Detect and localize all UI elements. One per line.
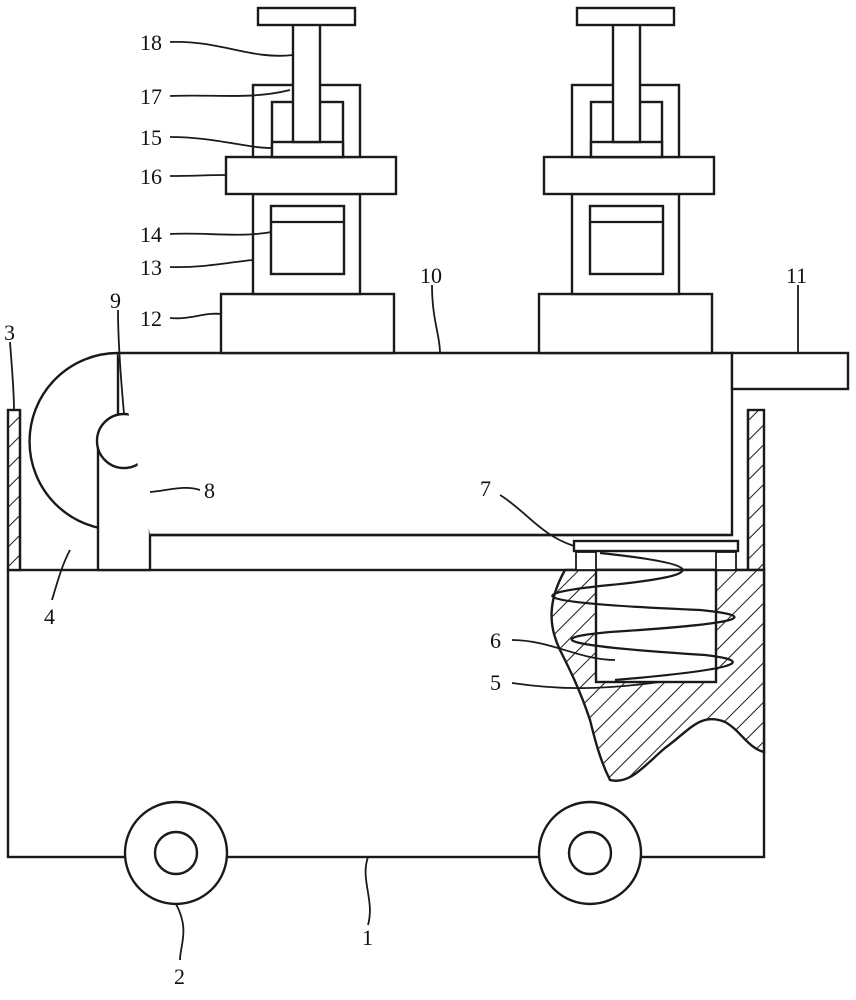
label-2: 2 bbox=[174, 964, 185, 989]
leader-8 bbox=[149, 487, 201, 493]
pressure-pad bbox=[572, 539, 740, 553]
tilting-tray bbox=[118, 351, 734, 537]
label-16: 16 bbox=[140, 164, 162, 189]
spring bbox=[551, 551, 736, 682]
label-4: 4 bbox=[44, 604, 55, 629]
leader-9 bbox=[117, 309, 125, 415]
leader-18 bbox=[169, 41, 294, 57]
spring-housing-rim-left bbox=[575, 551, 597, 571]
label-17: 17 bbox=[140, 84, 162, 109]
right-clamp-plate bbox=[542, 155, 716, 196]
left-screw-knob bbox=[256, 6, 357, 27]
label-13: 13 bbox=[140, 255, 162, 280]
label-12: 12 bbox=[140, 306, 162, 331]
label-5: 5 bbox=[490, 670, 501, 695]
left-wheel-hub bbox=[153, 830, 199, 876]
label-15: 15 bbox=[140, 125, 162, 150]
leader-1 bbox=[364, 856, 371, 926]
leader-13 bbox=[169, 259, 254, 269]
right-clamp-nut bbox=[589, 140, 664, 159]
right-side-wall bbox=[746, 408, 766, 572]
leader-4 bbox=[51, 549, 71, 601]
label-8: 8 bbox=[204, 478, 215, 503]
label-9: 9 bbox=[110, 288, 121, 313]
leader-3 bbox=[9, 341, 15, 411]
leader-5 bbox=[511, 681, 661, 690]
label-6: 6 bbox=[490, 628, 501, 653]
label-18: 18 bbox=[140, 30, 162, 55]
label-7: 7 bbox=[480, 476, 491, 501]
label-14: 14 bbox=[140, 222, 162, 247]
right-screw-rod bbox=[611, 22, 642, 144]
leader-14 bbox=[169, 231, 272, 236]
leader-17 bbox=[169, 89, 291, 97]
label-3: 3 bbox=[4, 320, 15, 345]
left-clamp-base bbox=[219, 292, 396, 355]
right-clamp-block bbox=[588, 204, 665, 276]
leader-2 bbox=[175, 903, 185, 961]
hinge-arc bbox=[28, 351, 120, 532]
left-side-wall bbox=[6, 408, 22, 572]
label-11: 11 bbox=[786, 263, 807, 288]
right-screw-knob bbox=[575, 6, 676, 27]
leader-16 bbox=[169, 174, 227, 177]
right-clamp-base bbox=[537, 292, 714, 355]
handle bbox=[730, 351, 850, 391]
left-clamp-nut bbox=[270, 140, 345, 159]
leader-6 bbox=[511, 639, 616, 661]
leader-12 bbox=[169, 312, 222, 320]
left-screw-rod bbox=[291, 22, 322, 144]
leader-15 bbox=[169, 136, 273, 149]
left-clamp-plate bbox=[224, 155, 398, 196]
label-1: 1 bbox=[362, 925, 373, 950]
right-wheel-hub bbox=[567, 830, 613, 876]
spring-housing-rim-right bbox=[715, 551, 737, 571]
left-clamp-block bbox=[269, 204, 346, 276]
leader-7 bbox=[499, 494, 575, 547]
label-10: 10 bbox=[420, 263, 442, 288]
leader-10 bbox=[431, 284, 441, 354]
